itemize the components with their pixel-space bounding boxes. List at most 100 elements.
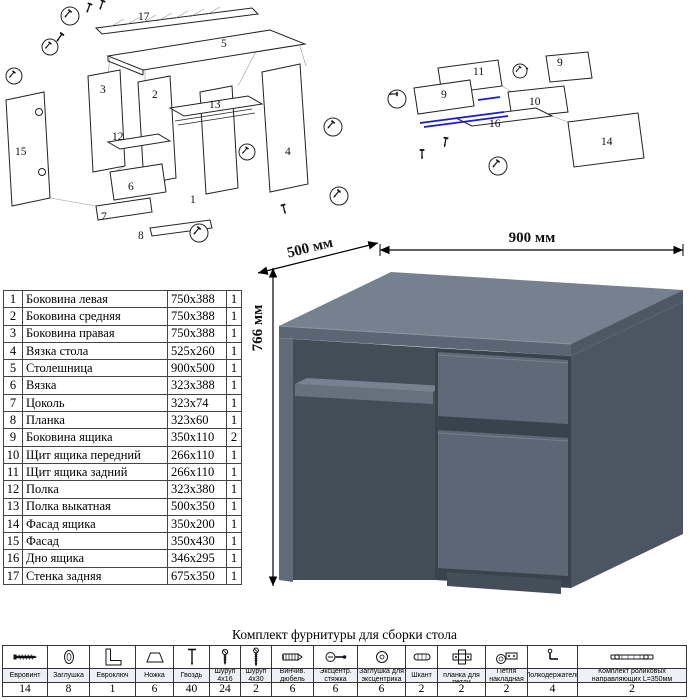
- desk-body: [278, 272, 683, 594]
- part-size: 750x388: [167, 289, 227, 309]
- hardware-item-label: Ножка: [136, 669, 173, 683]
- part-size: 266x110: [167, 462, 227, 482]
- part-number: 9: [3, 428, 23, 447]
- hardware-item-label: Заглушка: [48, 669, 89, 683]
- screw-long-icon: [253, 647, 259, 667]
- part-qty: 1: [226, 514, 242, 534]
- hardware-kit-title: Комплект фурнитуры для сборки стола: [232, 627, 457, 642]
- fastener-detail-circles: [5, 6, 349, 243]
- hardware-item-qty: 24: [219, 683, 231, 695]
- part-size: 675x350: [167, 566, 227, 586]
- part-callout: 9: [441, 89, 447, 101]
- part-name: Боковина левая: [22, 289, 168, 309]
- part-name: Вязка: [22, 376, 168, 395]
- part-qty: 1: [226, 307, 242, 326]
- hardware-item-label: Шкант: [406, 669, 437, 683]
- hardware-item-label: Винчив. дюбель: [272, 669, 313, 683]
- part-name: Стенка задняя: [22, 566, 168, 586]
- part-name: Боковина средняя: [22, 307, 168, 326]
- table-row: 14 Фасад ящика 350x200 1: [3, 514, 242, 534]
- shelf-support-icon: [547, 648, 558, 660]
- table-row: 4 Вязка стола 525x260 1: [3, 341, 242, 361]
- part-callouts: 11 9 9 10 16 14: [441, 57, 613, 148]
- part-number: 8: [3, 411, 23, 430]
- part-name: Столешница: [22, 359, 168, 378]
- hardware-item-label: Петля накладная: [486, 669, 527, 683]
- desk-panels: [5, 6, 309, 237]
- hardware-item-qty: 6: [332, 683, 339, 695]
- hardware-item-label: Евроключ: [90, 669, 135, 683]
- screw-dowel-icon: [281, 653, 303, 661]
- dimension-depth: 500 мм: [257, 235, 379, 275]
- part-callout: 11: [473, 66, 484, 78]
- part-callout: 17: [138, 11, 150, 23]
- part-qty: 1: [226, 393, 242, 413]
- hardware-item-qty: 40: [185, 683, 198, 695]
- cap-icon: [63, 650, 74, 664]
- hinge-plate-icon: [452, 649, 471, 665]
- part-number: 10: [3, 445, 23, 464]
- hardware-item-petlya: Петля накладная 2: [486, 646, 528, 696]
- part-qty: 1: [226, 549, 242, 568]
- hardware-item-qty: 4: [549, 683, 556, 695]
- part-number: 12: [3, 480, 23, 499]
- fastener-detail-circles: [387, 63, 528, 176]
- cam-lock-icon: [325, 652, 346, 662]
- part-number: 15: [3, 532, 23, 551]
- exploded-diagram-drawer: 11 9 9 10 16 14: [387, 51, 645, 176]
- table-row: 15 Фасад 350x430 1: [3, 532, 242, 551]
- part-size: 350x110: [167, 428, 227, 447]
- hardware-item-shkant: Шкант 2: [406, 646, 438, 696]
- table-row: 6 Вязка 323x388 1: [3, 376, 242, 395]
- hardware-item-qty: 2: [503, 683, 510, 695]
- table-row: 1 Боковина левая 750x388 1: [3, 289, 242, 309]
- hardware-item-qty: 2: [629, 683, 635, 695]
- table-row: 17 Стенка задняя 675x350 1: [3, 566, 242, 586]
- wood-dowel-icon: [413, 653, 430, 661]
- part-size: 323x380: [167, 480, 227, 499]
- part-qty: 1: [226, 445, 242, 464]
- drawer-slide-highlight: [419, 96, 509, 128]
- part-size: 900x500: [167, 359, 227, 378]
- table-row: 9 Боковина ящика 350x110 2: [3, 428, 242, 447]
- part-size: 500x350: [167, 497, 227, 516]
- part-name: Полка: [22, 480, 168, 499]
- hardware-item-label: Комплект роликовых направляющих L=350мм: [578, 669, 686, 683]
- part-qty: 2: [226, 428, 242, 447]
- table-row: 2 Боковина средняя 750x388 1: [3, 307, 242, 326]
- part-callout: 2: [152, 89, 158, 101]
- part-qty: 1: [226, 497, 242, 516]
- part-name: Полка выкатная: [22, 497, 168, 516]
- part-number: 13: [3, 497, 23, 516]
- hardware-item-qty: 2: [253, 683, 259, 695]
- confirmat-screw-icon: [13, 654, 38, 660]
- part-number: 11: [3, 462, 23, 482]
- part-number: 1: [3, 289, 23, 309]
- part-callout: 12: [112, 131, 124, 143]
- exploded-diagram-desk: 17 5 3 2 13 12 15 6 7 1 4 8: [5, 0, 349, 243]
- hardware-item-label: Заглушка для эксцентрика: [358, 669, 405, 683]
- dimension-height-label: 766 мм: [250, 305, 266, 352]
- hardware-item-label: Гвоздь: [174, 669, 209, 683]
- part-size: 350x200: [167, 514, 227, 534]
- part-qty: 1: [226, 289, 242, 309]
- hardware-item-qty: 6: [289, 683, 296, 695]
- part-number: 14: [3, 514, 23, 534]
- part-number: 6: [3, 376, 23, 395]
- part-qty: 1: [226, 566, 242, 586]
- table-row: 16 Дно ящика 346x295 1: [3, 549, 242, 568]
- table-row: 7 Цоколь 323x74 1: [3, 393, 242, 413]
- part-callout: 10: [529, 96, 541, 108]
- part-name: Планка: [22, 411, 168, 430]
- hardware-item-qty: 2: [458, 683, 465, 695]
- hardware-item-label: Эксцентр. стяжка: [314, 669, 357, 683]
- part-qty: 1: [226, 532, 242, 551]
- hardware-item-qty: 6: [151, 683, 158, 695]
- hardware-item-shurup-4x30: Шуруп 4x30 2: [241, 646, 272, 696]
- table-row: 12 Полка 323x380 1: [3, 480, 242, 499]
- table-row: 11 Щит ящика задний 266x110 1: [3, 462, 242, 482]
- part-name: Цоколь: [22, 393, 168, 413]
- nail-icon: [187, 648, 196, 666]
- hardware-item-qty: 2: [418, 683, 425, 695]
- part-number: 3: [3, 324, 23, 343]
